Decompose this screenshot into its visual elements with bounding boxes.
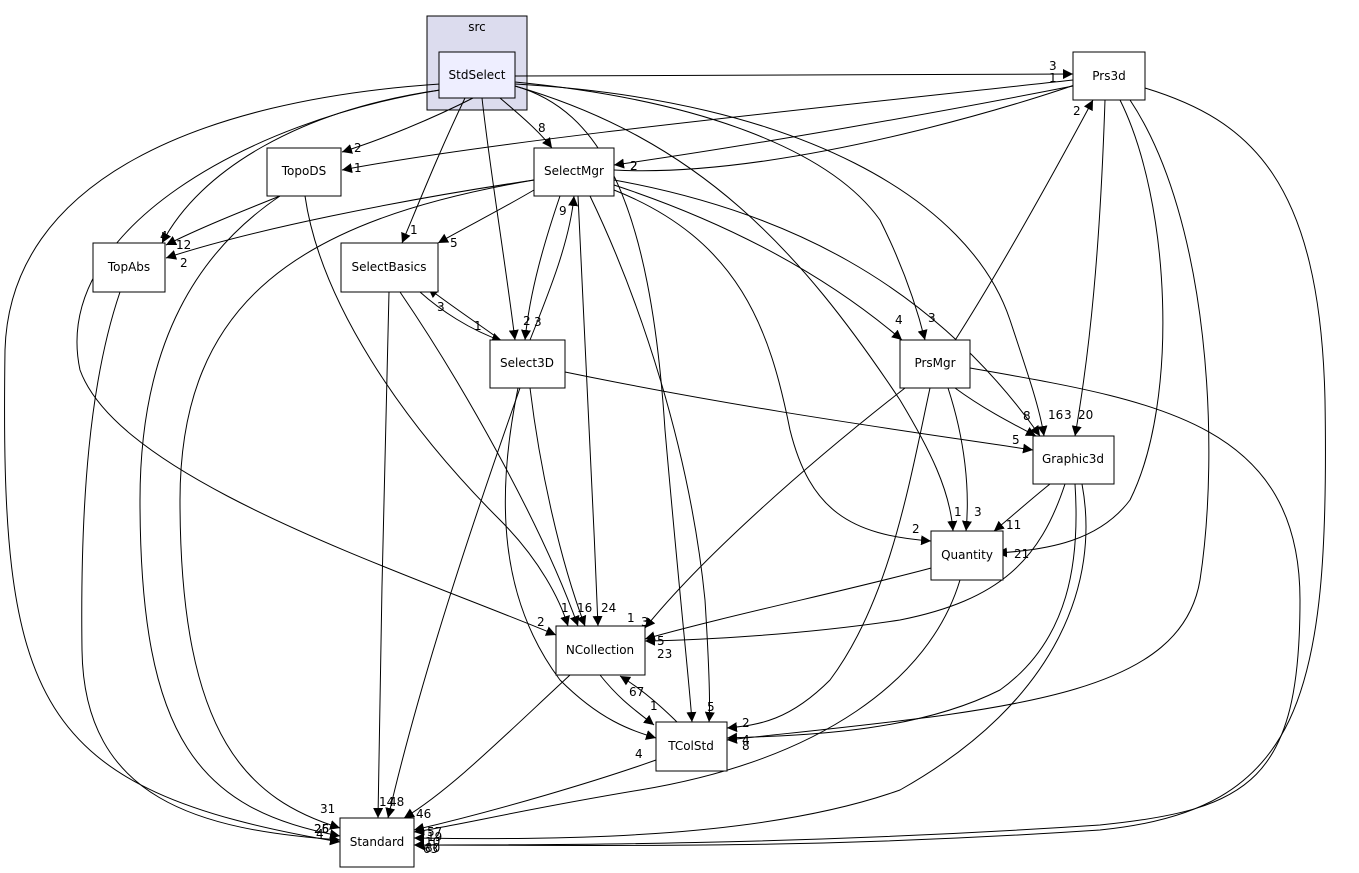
edge-label: 24 [601,601,616,615]
edge-label: 2 [912,522,920,536]
edge-label: 12 [176,238,191,252]
edge-label: 19 [427,830,442,844]
edge-label: 1 [954,505,962,519]
edge-label: 4 [160,229,168,243]
edge-label: 3 [928,311,936,325]
edge-label: 4 [635,747,643,761]
edge-label: 2 [742,716,750,730]
edge-label: 2 [630,159,638,173]
edge-label: 9 [559,204,567,218]
edge-labels: 3 1 2 8 4 1 2 2 3 2 26 16 1 2 2 5 3 4 24… [160,59,1093,856]
node-label: Graphic3d [1042,452,1104,466]
node-label: TopoDS [281,164,326,178]
edge-label: 57 [427,825,442,839]
edge-label: 20 [1078,408,1093,422]
edge-label: 21 [1014,547,1029,561]
edge-label: 2 [354,141,362,155]
node-label: StdSelect [449,68,506,82]
node-ncollection[interactable]: NCollection [555,625,646,676]
edge-label: 1 [354,161,362,175]
edge-label: 2 [1073,104,1081,118]
edge-label: 3 [1049,59,1057,73]
edge-label: 25 [314,822,329,836]
edge-label: 63 [423,842,438,856]
edge-label: 4 [742,733,750,747]
node-label: SelectMgr [544,164,604,178]
node-tcolstd[interactable]: TColStd [655,721,728,772]
node-selectmgr[interactable]: SelectMgr [533,147,615,197]
node-label: Select3D [500,356,554,370]
node-topabs[interactable]: TopAbs [92,242,166,293]
edge-label: 16 [1048,408,1063,422]
node-stdselect[interactable]: StdSelect [438,51,516,99]
edge-label: 26 [314,822,329,836]
edge-label: 5 [707,700,715,714]
edge-label: 3 [641,615,649,629]
edge-label: 5 [1012,433,1020,447]
node-graphic3d[interactable]: Graphic3d [1032,435,1115,485]
node-selectbasics[interactable]: SelectBasics [340,242,439,293]
edge-label: 1 [474,319,482,333]
node-label: Prs3d [1092,69,1125,83]
edge-label: 4 [895,313,903,327]
edge-label: 1 [650,699,658,713]
edge-label: 1 [1049,71,1057,85]
node-label: NCollection [566,643,634,657]
edge-label: 8 [1023,409,1031,423]
node-standard[interactable]: Standard [339,817,415,868]
edge-label: 3 [534,315,542,329]
edge-label: 3 [974,505,982,519]
edge-label: 4 [316,827,324,841]
edge-label: 48 [389,795,404,809]
node-label: TopAbs [107,260,150,274]
edge-label: 3 [437,300,445,314]
node-label: Quantity [941,548,993,562]
edge-label: 1 [410,223,418,237]
edge-label: 5 [450,236,458,250]
edge-label: 1 [627,611,635,625]
node-topods[interactable]: TopoDS [266,147,342,197]
node-prsmgr[interactable]: PrsMgr [899,339,971,389]
node-select3d[interactable]: Select3D [489,339,566,389]
edge-label: 8 [538,121,546,135]
node-label: Standard [350,835,405,849]
edge-label: 31 [320,802,335,816]
node-label: PrsMgr [914,356,955,370]
edge-label: 2 [630,159,638,173]
edge-label: 80 [425,841,440,855]
edge-label: 2 [180,256,188,270]
node-label: SelectBasics [351,260,426,274]
edge-label: 2 [523,314,531,328]
cluster-label: src [468,20,486,34]
node-quantity[interactable]: Quantity [930,530,1004,581]
edge-label: 8 [742,739,750,753]
edge-label: 3 [1064,408,1072,422]
edge-label: 14 [379,795,394,809]
edge-label: 23 [657,647,672,661]
edge-label: 11 [1006,518,1021,532]
node-prs3d[interactable]: Prs3d [1072,51,1146,101]
edge-label: 2 [537,615,545,629]
edge-label: 46 [416,807,431,821]
edge-label: 1 [561,601,569,615]
edge-label: 10 [425,835,440,849]
edges [4,69,1326,851]
node-label: TColStd [667,739,714,753]
edge-label: 5 [657,634,665,648]
edge-label: 67 [629,685,644,699]
edge-label: 16 [577,601,592,615]
